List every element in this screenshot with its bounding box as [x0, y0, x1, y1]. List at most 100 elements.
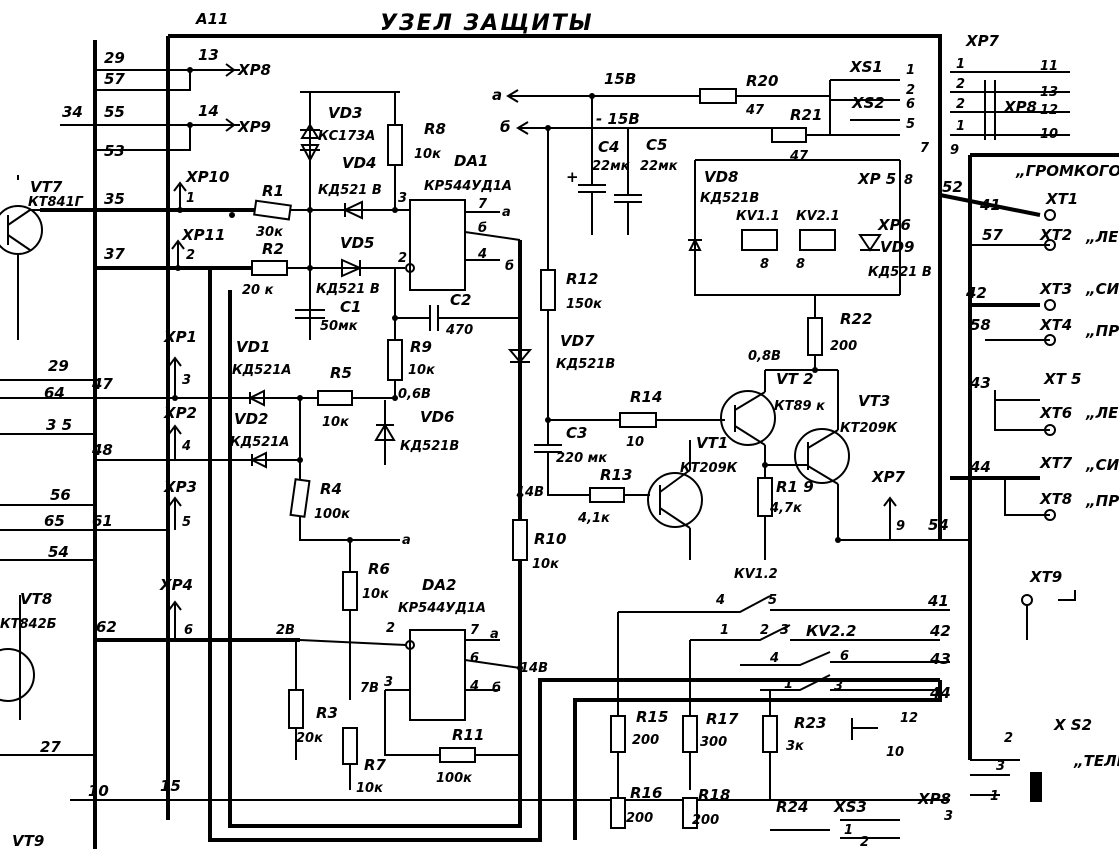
component-label: 64: [44, 384, 65, 402]
label-vt9b: VТ9: [12, 832, 44, 849]
component-label: а: [402, 533, 411, 548]
capacitor-c4: 1 С4 22мк: [578, 96, 631, 235]
component-label: 2: [956, 77, 965, 92]
connector-xp1: ХР1 3: [163, 328, 197, 398]
component-label: „ПР: [1085, 492, 1119, 510]
component-label: 37: [104, 245, 125, 263]
component-label: 10к: [362, 587, 390, 602]
component-label: R17: [706, 710, 739, 728]
component-label: 29: [48, 357, 69, 375]
component-label: R1 9: [776, 478, 814, 496]
component-label: VD8: [704, 168, 739, 186]
component-label: 58: [970, 316, 991, 334]
socket-xs3: ХS3 1 2: [833, 798, 900, 849]
component-label: 4,7к: [769, 501, 803, 516]
component-label: 43: [969, 374, 991, 392]
label-2v: 2В: [276, 623, 295, 638]
connector-xp9: 14 ХР9: [190, 102, 271, 136]
component-label: 4: [181, 439, 191, 454]
connector-xp8-bottom: ХР8 3: [917, 790, 953, 824]
capacitor-c1: С1 50мк: [295, 290, 361, 340]
component-label: 15В: [604, 70, 636, 88]
component-label: 22мк: [640, 159, 679, 174]
component-label: б: [492, 681, 501, 696]
transistor-vt8: VТ8 КТ842Б: [0, 590, 57, 720]
component-label: б: [478, 221, 487, 236]
socket-xs1-xs2: ХS1 ХS2 1 2 6 5 7: [829, 58, 930, 156]
component-label: 41: [927, 592, 949, 610]
component-label: 9: [896, 519, 905, 534]
component-label: ХТ6: [1039, 404, 1072, 422]
component-label: 6: [470, 651, 479, 666]
component-label: VD1: [236, 338, 271, 356]
component-label: 200: [830, 339, 857, 354]
component-label: КД521А: [230, 435, 289, 450]
component-label: 43: [929, 650, 951, 668]
component-label: 1: [720, 623, 729, 638]
component-label: ХР4: [159, 576, 193, 594]
relay-contacts: КV1.2 4 5 41 1 2 3 КV2.2 42 4 6 43 1 3 4…: [618, 567, 951, 760]
component-label: ХР3: [163, 478, 197, 496]
socket-xs2-phone: Х S2 „ТЕЛЕ 2 3 1: [970, 716, 1119, 804]
component-label: 47: [789, 149, 809, 164]
component-label: б: [505, 259, 514, 274]
component-label: 22мк: [592, 159, 631, 174]
component-label: 44: [969, 458, 991, 476]
component-label: КС173А: [318, 129, 375, 144]
component-label: 3 5: [46, 416, 72, 434]
component-label: R9: [410, 338, 432, 356]
component-label: 34: [62, 103, 83, 121]
resistor-r16: R16 200: [610, 784, 662, 829]
transistor-vt3: VТ3 КТ209К: [794, 370, 899, 540]
component-label: а: [492, 86, 502, 104]
component-label: КТ841Г: [28, 195, 84, 210]
component-label: 4: [469, 679, 479, 694]
component-label: КД521В: [700, 191, 759, 206]
connector-xp4: ХР4 6: [159, 576, 193, 640]
component-label: 6: [840, 649, 849, 664]
component-label: 3: [834, 679, 843, 694]
junction-dots: [172, 67, 841, 671]
component-label: ХР2: [163, 404, 197, 422]
component-label: 14: [198, 102, 219, 120]
resistor-r5: R5 10к: [300, 364, 395, 430]
component-label: 35: [104, 190, 125, 208]
label-xp5: ХР 5: [857, 170, 896, 188]
label-0-8v: 0,8В: [748, 349, 781, 364]
component-label: 1: [186, 191, 195, 206]
component-label: DA1: [454, 152, 489, 170]
component-label: ХР8: [237, 61, 271, 79]
component-label: R20: [746, 72, 778, 90]
component-label: 2: [186, 248, 195, 263]
component-label: б: [500, 118, 510, 136]
component-label: VD6: [420, 408, 455, 426]
connector-xp10: ХР10 1: [173, 168, 229, 210]
component-label: ХТ8: [1039, 490, 1072, 508]
component-label: 10: [88, 782, 109, 800]
resistor-r2: R2 20 к: [200, 240, 320, 298]
component-label: R5: [330, 364, 352, 382]
component-label: VТ3: [858, 392, 890, 410]
component-label: R15: [636, 708, 668, 726]
component-label: 3к: [786, 739, 805, 754]
resistor-r19: R1 9 4,7к: [757, 464, 814, 560]
component-label: R21: [790, 106, 822, 124]
component-label: 1: [784, 677, 793, 692]
component-label: ХР10: [185, 168, 229, 186]
component-label: R10: [534, 530, 566, 548]
component-label: 3: [780, 623, 789, 638]
component-label: ХS1: [849, 58, 883, 76]
component-label: 10к: [532, 557, 560, 572]
component-label: ХР1: [163, 328, 197, 346]
component-label: 2: [1004, 731, 1013, 746]
component-label: 100к: [314, 507, 351, 522]
component-label: КV1.2: [734, 567, 778, 582]
diode-vd4: VD4 КД521 В: [318, 154, 410, 220]
component-label: 3: [996, 759, 1005, 774]
diode-vd2: VD2 КД521А: [230, 410, 300, 469]
component-label: ХТ2: [1039, 226, 1072, 244]
component-label: 9: [950, 143, 959, 158]
component-label: 29: [104, 49, 125, 67]
component-label: R11: [452, 726, 484, 744]
component-label: 8: [904, 173, 913, 188]
